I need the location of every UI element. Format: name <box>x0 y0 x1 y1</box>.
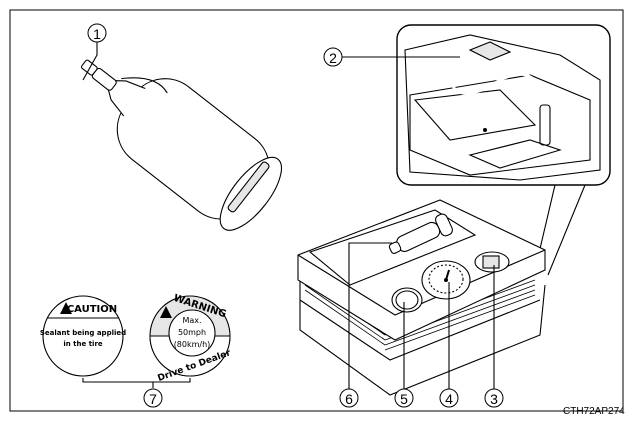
figure-frame <box>9 9 624 412</box>
caution-line2: in the tire <box>63 340 103 348</box>
callout-3: 3 <box>484 388 504 408</box>
leader-lines <box>82 42 495 389</box>
svg-text:3: 3 <box>490 391 498 407</box>
power-plug <box>388 213 453 254</box>
warning-line2: 50mph <box>178 328 206 337</box>
warning-line3: (80km/h) <box>174 340 211 349</box>
sealant-bottle <box>80 59 282 231</box>
warning-triangle-icon <box>160 306 172 318</box>
callout-2: 2 <box>323 47 343 67</box>
caution-line1: Sealant being applied <box>40 329 126 337</box>
caution-header: CAUTION <box>67 304 117 315</box>
callout-7: 7 <box>143 388 163 408</box>
svg-text:2: 2 <box>329 50 337 66</box>
callout-4: 4 <box>439 388 459 408</box>
svg-text:6: 6 <box>345 391 353 407</box>
svg-text:7: 7 <box>149 391 157 407</box>
callout-6: 6 <box>339 388 359 408</box>
warning-sticker: WARNING Max. 50mph (80km/h) Drive to Dea… <box>149 293 233 384</box>
warning-triangle-icon <box>60 302 72 314</box>
warning-line1: Max. <box>182 316 201 325</box>
svg-text:4: 4 <box>445 391 453 407</box>
svg-text:5: 5 <box>400 391 408 407</box>
figure-code: CTH72AP274 <box>563 406 625 417</box>
bracket-7 <box>82 378 191 388</box>
svg-text:1: 1 <box>93 26 101 42</box>
callout-5: 5 <box>394 388 414 408</box>
callout-1: 1 <box>87 23 107 43</box>
caution-sticker: CAUTION Sealant being applied in the tir… <box>40 295 126 377</box>
compressor <box>297 199 546 396</box>
inset-detail <box>396 24 611 276</box>
